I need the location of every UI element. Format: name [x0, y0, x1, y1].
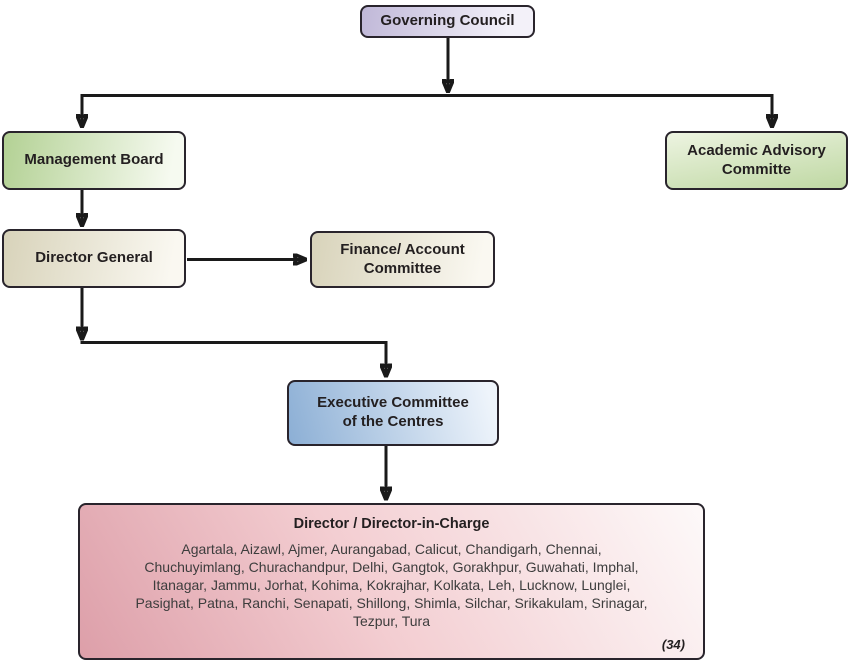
node-director-general-label: Director General [35, 249, 153, 267]
directors-title: Director / Director-in-Charge [293, 516, 490, 532]
node-executive-committee-label: Executive Committee of the Centres [317, 394, 469, 430]
node-director-general: Director General [2, 229, 186, 288]
node-executive-committee: Executive Committee of the Centres [287, 380, 499, 446]
node-directors-in-charge: Director / Director-in-Charge Agartala, … [78, 503, 705, 660]
node-academic-advisory-label: Academic Advisory Committe [687, 141, 826, 178]
directors-count-note: (34) [661, 637, 685, 652]
node-management-board: Management Board [2, 131, 186, 190]
directors-centre-list: Agartala, Aizawl, Ajmer, Aurangabad, Cal… [135, 541, 648, 629]
node-governing-council: Governing Council [360, 5, 535, 38]
node-finance-account-label: Finance/ Account Committee [340, 240, 465, 277]
node-governing-council-label: Governing Council [380, 12, 515, 30]
node-academic-advisory-committee: Academic Advisory Committe [665, 131, 848, 190]
node-finance-account-committee: Finance/ Account Committee [310, 231, 495, 288]
node-management-board-label: Management Board [24, 151, 164, 169]
